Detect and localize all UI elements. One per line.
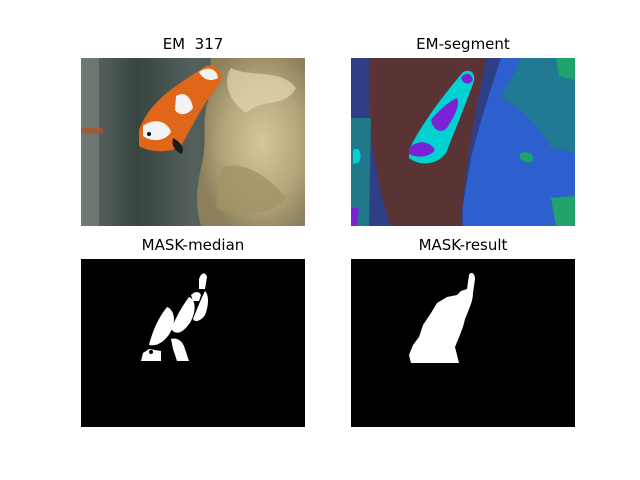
panel-title: EM-segment [416, 35, 510, 53]
original-image [81, 58, 305, 226]
panel-title: EM 317 [162, 35, 224, 53]
panel-original-image: EM 317 [81, 35, 305, 226]
panel-em-segment: EM-segment [351, 35, 575, 226]
panel-mask-median: MASK-median [81, 236, 305, 427]
mask-result-image [351, 259, 575, 427]
panel-title: MASK-result [418, 236, 508, 254]
segment-image [351, 58, 575, 226]
panel-mask-result: MASK-result [351, 236, 575, 427]
panel-title: MASK-median [141, 236, 245, 254]
fish-shape [139, 65, 222, 154]
mask-median-image [81, 259, 305, 427]
